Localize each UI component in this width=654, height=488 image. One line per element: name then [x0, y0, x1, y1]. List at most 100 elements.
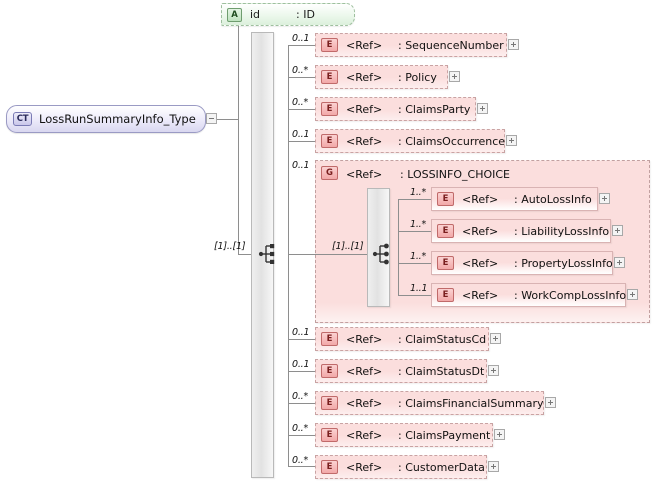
- group-badge: G: [321, 166, 338, 180]
- expand-toggle-liabilitylossinfo[interactable]: [612, 225, 623, 236]
- connector-child-6: [288, 339, 315, 340]
- cardinality-liabilitylossinfo: 1..*: [410, 219, 427, 230]
- expand-toggle-autolossinfo[interactable]: [599, 193, 610, 204]
- expand-toggle-customerdata[interactable]: [488, 461, 499, 472]
- connector-choice-spine: [398, 199, 399, 295]
- expand-toggle-claimsoccurrence[interactable]: [506, 135, 517, 146]
- element-badge: E: [321, 70, 338, 84]
- element-name: : ClaimStatusDt: [398, 364, 485, 378]
- cardinality-claimsfinancialsummary: 0..*: [292, 391, 309, 402]
- connector-sequence-spine: [288, 45, 289, 466]
- element-ref: <Ref>: [346, 332, 383, 346]
- connector-group-child-3: [398, 263, 431, 264]
- cardinality-propertylossinfo: 1..*: [410, 251, 427, 262]
- element-propertylossinfo[interactable]: E <Ref> : PropertyLossInfo: [431, 251, 613, 275]
- choice-icon: [372, 243, 396, 268]
- connector-child-4: [288, 141, 315, 142]
- element-policy[interactable]: E <Ref> : Policy: [315, 65, 448, 89]
- connector-child-8: [288, 403, 315, 404]
- expand-toggle-sequencenumber[interactable]: [508, 39, 519, 50]
- connector-group-child-1: [398, 199, 431, 200]
- element-name: : WorkCompLossInfo: [514, 288, 627, 302]
- connector-child-3: [288, 109, 315, 110]
- collapse-toggle-root[interactable]: [206, 113, 217, 124]
- connector-child-5: [288, 254, 315, 255]
- connector-child-9: [288, 435, 315, 436]
- element-badge: E: [321, 428, 338, 442]
- attribute-badge: A: [227, 7, 242, 22]
- page-title: LossRunSummaryInfo_Type: [39, 112, 196, 126]
- connector-root-stub: [212, 119, 238, 120]
- connector-child-1: [288, 45, 315, 46]
- expand-toggle-policy[interactable]: [449, 71, 460, 82]
- element-badge: E: [437, 256, 454, 270]
- element-autolossinfo[interactable]: E <Ref> : AutoLossInfo: [431, 187, 598, 211]
- sequence-icon: [258, 243, 282, 268]
- expand-toggle-workcomplossinfo[interactable]: [627, 289, 638, 300]
- element-ref: <Ref>: [462, 192, 499, 206]
- cardinality-claimstatuscd: 0..1: [292, 327, 310, 338]
- element-sequencenumber[interactable]: E <Ref> : SequenceNumber: [315, 33, 507, 57]
- connector-root-trunk: [238, 14, 239, 254]
- cardinality-claimstatusdt: 0..1: [292, 359, 310, 370]
- element-customerdata[interactable]: E <Ref> : CustomerData: [315, 455, 487, 479]
- group-ref: <Ref>: [346, 168, 383, 181]
- connector-group-child-2: [398, 231, 431, 232]
- cardinality-customerdata: 0..*: [292, 455, 309, 466]
- element-badge: E: [321, 364, 338, 378]
- element-name: : ClaimsParty: [398, 102, 471, 116]
- element-badge: E: [321, 332, 338, 346]
- cardinality-claimsparty: 0..*: [292, 97, 309, 108]
- element-claimstatuscd[interactable]: E <Ref> : ClaimStatusCd: [315, 327, 489, 351]
- element-badge: E: [437, 224, 454, 238]
- element-claimstatusdt[interactable]: E <Ref> : ClaimStatusDt: [315, 359, 487, 383]
- cardinality-claimspayment: 0..*: [292, 423, 309, 434]
- element-ref: <Ref>: [346, 134, 383, 148]
- element-badge: E: [437, 192, 454, 206]
- expand-toggle-claimsparty[interactable]: [477, 103, 488, 114]
- element-badge: E: [321, 134, 338, 148]
- cardinality-policy: 0..*: [292, 65, 309, 76]
- element-claimspayment[interactable]: E <Ref> : ClaimsPayment: [315, 423, 493, 447]
- element-badge: E: [321, 38, 338, 52]
- element-badge: E: [321, 396, 338, 410]
- attribute-name: id: [250, 8, 261, 21]
- choice-compositor-bar[interactable]: [367, 188, 390, 307]
- element-ref: <Ref>: [346, 364, 383, 378]
- element-ref: <Ref>: [462, 256, 499, 270]
- expand-toggle-claimspayment[interactable]: [494, 429, 505, 440]
- element-ref: <Ref>: [346, 396, 383, 410]
- expand-toggle-propertylossinfo[interactable]: [614, 257, 625, 268]
- element-claimsoccurrence[interactable]: E <Ref> : ClaimsOccurrence: [315, 129, 505, 153]
- cardinality-sequencenumber: 0..1: [292, 33, 310, 44]
- expand-toggle-claimstatuscd[interactable]: [490, 333, 501, 344]
- cardinality-lossinfo-choice: 0..1: [292, 160, 310, 171]
- element-name: : ClaimStatusCd: [398, 332, 487, 346]
- expand-toggle-claimsfinancialsummary[interactable]: [545, 397, 556, 408]
- expand-toggle-claimstatusdt[interactable]: [488, 365, 499, 376]
- connector-group-child-4: [398, 295, 431, 296]
- element-badge: E: [321, 102, 338, 116]
- element-ref: <Ref>: [462, 224, 499, 238]
- connector-sequence-in: [238, 254, 258, 255]
- choice-cardinality: [1]..[1]: [332, 241, 364, 252]
- element-claimsparty[interactable]: E <Ref> : ClaimsParty: [315, 97, 476, 121]
- element-name: : AutoLossInfo: [514, 192, 592, 206]
- element-liabilitylossinfo[interactable]: E <Ref> : LiabilityLossInfo: [431, 219, 611, 243]
- element-ref: <Ref>: [346, 102, 383, 116]
- element-workcomplossinfo[interactable]: E <Ref> : WorkCompLossInfo: [431, 283, 626, 307]
- element-badge: E: [437, 288, 454, 302]
- cardinality-workcomplossinfo: 1..1: [410, 283, 428, 294]
- element-claimsfinancialsummary[interactable]: E <Ref> : ClaimsFinancialSummary: [315, 391, 544, 415]
- complextype-root-box[interactable]: CT LossRunSummaryInfo_Type: [6, 105, 206, 133]
- element-ref: <Ref>: [462, 288, 499, 302]
- group-name: : LOSSINFO_CHOICE: [400, 168, 511, 181]
- element-name: : ClaimsOccurrence: [398, 134, 506, 148]
- element-name: : ClaimsPayment: [398, 428, 491, 442]
- element-name: : LiabilityLossInfo: [514, 224, 610, 238]
- element-ref: <Ref>: [346, 70, 383, 84]
- attribute-id-box[interactable]: A id : ID: [221, 3, 355, 26]
- connector-child-2: [288, 77, 315, 78]
- attribute-type: : ID: [296, 8, 315, 21]
